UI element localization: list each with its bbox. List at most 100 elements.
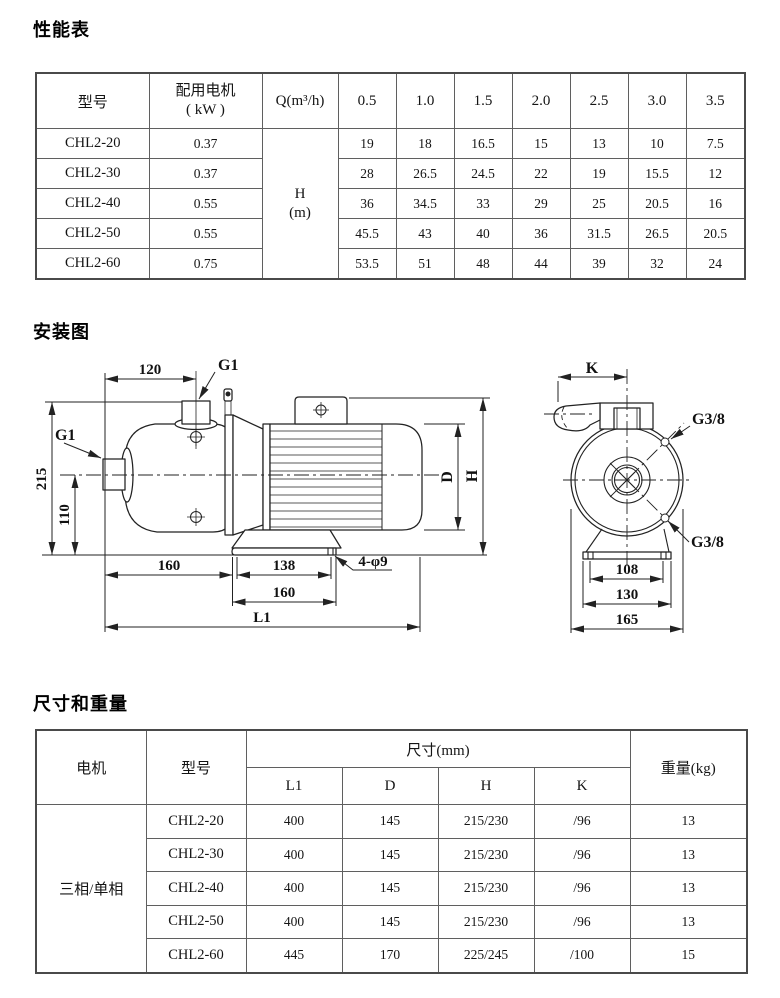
head-value-cell: 36 [337,188,397,219]
dim-label-130: 130 [616,587,639,603]
k-cell: /96 [533,804,631,839]
head-value-cell: 26.5 [627,218,687,249]
motor-fins [270,424,383,530]
head-value-cell: 31.5 [569,218,629,249]
kw-cell: 0.37 [148,158,263,189]
motor-body [262,396,423,531]
subcol-d: D [341,767,439,805]
col-header-weight: 重量(kg) [629,729,748,805]
l1-cell: 400 [245,904,343,939]
head-value-cell: 28 [337,158,397,189]
head-value-cell: 44 [511,248,571,280]
head-value-cell: 40 [453,218,513,249]
table-row: CHL2-60 445 170 225/245 /100 15 [36,938,748,973]
head-value-cell: 16 [685,188,746,219]
d-cell: 145 [341,804,439,839]
table-row: CHL2-20 0.37 H (m) 19 18 16.5 15 13 10 7… [35,128,746,280]
head-value-cell: 22 [511,158,571,189]
head-value-cell: 25 [569,188,629,219]
lower-plug-label: G3/8 [691,534,724,551]
head-value-cell: 15.5 [627,158,687,189]
model-cell: CHL2-30 [35,158,150,189]
k-cell: /96 [533,837,631,872]
motor-phase-cell: 三相/单相 [35,804,147,973]
model-cell: CHL2-20 [145,804,247,839]
dim-label-110: 110 [57,504,73,526]
flow-value-cell: 3.0 [627,72,687,129]
model-cell: CHL2-40 [145,871,247,906]
flow-value-cell: 0.5 [337,72,397,129]
dim-label-160-left: 160 [158,558,181,574]
left-port-leader [63,442,102,459]
pump-front-view-drawing: K G3/8 G3/8 108 130 165 [544,360,725,633]
suction-port [102,458,126,491]
head-value-cell: 39 [569,248,629,280]
section-title-installation: 安装图 [33,322,90,343]
head-value-cell: 19 [337,128,397,159]
dimension-lines [48,371,487,631]
outlet-snout [553,402,601,432]
dimension-lines-front [558,373,691,633]
subcol-k: K [533,767,631,805]
subcol-h: H [437,767,535,805]
head-value-cell: 33 [453,188,513,219]
extension-lines-front [557,381,684,633]
model-cell: CHL2-50 [35,218,150,249]
head-value-cell: 16.5 [453,128,513,159]
upper-plug [660,437,670,447]
col-header-flow: Q(m³/h) [261,72,339,129]
performance-table: 型号 配用电机 ( kW ) Q(m³/h) 0.5 1.0 1.5 2.0 2… [35,72,746,280]
top-port-label: G1 [218,357,238,374]
l1-cell: 400 [245,804,343,839]
dim-label-k: K [586,360,599,377]
dim-label-l1: L1 [253,610,271,626]
k-cell: /100 [533,938,631,973]
head-value-cell: 13 [569,128,629,159]
head-label: H [294,185,306,202]
weight-cell: 13 [629,804,748,839]
dim-label-160-base: 160 [273,585,296,601]
head-unit: (m) [289,204,311,221]
head-value-cell: 43 [395,218,455,249]
flow-value-cell: 1.0 [395,72,455,129]
dim-label-108: 108 [616,562,639,578]
flow-value-cell: 2.5 [569,72,629,129]
h-cell: 215/230 [437,804,535,839]
head-value-cell: 51 [395,248,455,280]
subcol-l1: L1 [245,767,343,805]
head-value-cell: 45.5 [337,218,397,249]
kw-cell: 0.55 [148,218,263,249]
weight-cell: 13 [629,837,748,872]
h-cell: 225/245 [437,938,535,973]
dim-label-120: 120 [139,362,162,378]
head-value-cell: 32 [627,248,687,280]
model-cell: CHL2-20 [35,128,150,159]
table-row: 三相/单相 CHL2-20 400 145 215/230 /96 13 [35,804,748,973]
head-value-cell: 24 [685,248,746,280]
head-value-cell: 48 [453,248,513,280]
col-header-motor-line1: 配用电机 [175,83,236,100]
kw-cell: 0.75 [148,248,263,280]
weight-cell: 13 [629,871,748,906]
d-cell: 145 [341,904,439,939]
table-row: CHL2-50 400 145 215/230 /96 13 [36,904,748,939]
head-value-cell: 20.5 [627,188,687,219]
motor-foot [231,529,342,556]
d-cell: 145 [341,871,439,906]
dim-label-h: H [464,469,481,482]
upper-plug-label: G3/8 [692,411,725,428]
head-value-cell: 15 [511,128,571,159]
head-value-cell: 29 [511,188,571,219]
dim-label-138: 138 [273,558,296,574]
flow-value-cell: 1.5 [453,72,513,129]
dim-label-165: 165 [616,612,639,628]
l1-cell: 400 [245,871,343,906]
h-cell: 215/230 [437,904,535,939]
upper-plug-leader [670,425,691,440]
d-cell: 145 [341,837,439,872]
model-cell: CHL2-40 [35,188,150,219]
dims-header-row-1: 电机 型号 尺寸(mm) 重量(kg) [35,729,748,805]
table-row: CHL2-30 0.37 28 26.5 24.5 22 19 15.5 12 [35,158,746,189]
col-header-model: 型号 [145,729,247,805]
